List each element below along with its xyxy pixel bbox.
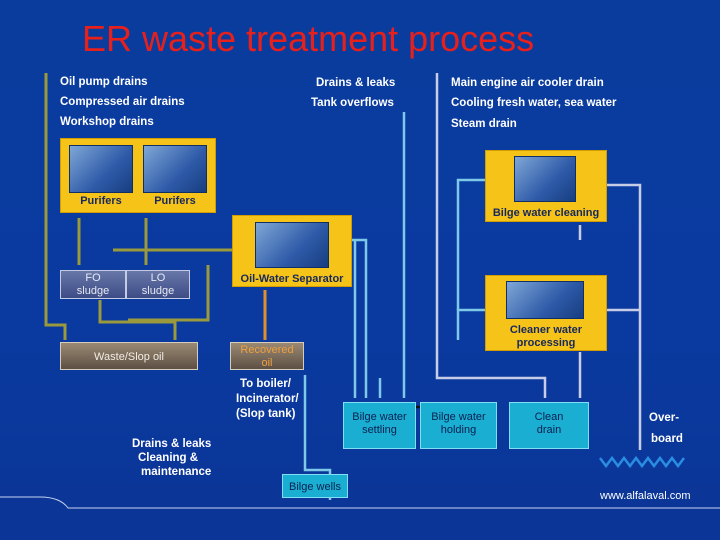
source-steam-drain: Steam drain [451, 118, 517, 130]
tank-bilge-water-settling: Bilge water settling [343, 402, 416, 449]
boiler-note-line1: To boiler/ [240, 378, 291, 390]
bilge-wells-source-line2: Cleaning & [138, 452, 199, 464]
tank-label-line2: settling [362, 424, 397, 436]
bilge-wells-label: Bilge wells [289, 481, 341, 493]
clean-flow-overboard [606, 183, 642, 450]
source-compressed-air-drains: Compressed air drains [60, 96, 185, 108]
bilge-water-cleaning-panel: Bilge water cleaning [485, 150, 607, 222]
cleaner-water-processing-line1: Cleaner water [509, 324, 583, 336]
purifiers-panel: Purifers Purifers [60, 138, 216, 213]
separator-image [255, 222, 329, 268]
tank-label-line2: holding [440, 424, 477, 436]
bilge-water-cleaning-label: Bilge water cleaning [492, 207, 600, 219]
recovered-oil-label: Recovered oil [240, 344, 294, 369]
purifier-label: Purifers [154, 195, 196, 207]
bilge-cleaning-image [514, 156, 576, 202]
source-tank-overflows: Tank overflows [311, 97, 394, 109]
fo-sludge-label: FO sludge [76, 272, 110, 297]
waste-slop-oil-label: Waste/Slop oil [94, 351, 164, 363]
overboard-line2: board [651, 433, 683, 445]
water-flow-cleaning [456, 178, 487, 310]
purifier-label: Purifers [80, 195, 122, 207]
cleaner-water-processing-panel: Cleaner water processing [485, 275, 607, 351]
page-title: ER waste treatment process [82, 18, 535, 59]
recovered-oil-box: Recovered oil [230, 342, 304, 370]
oil-water-separator-panel: Oil-Water Separator [232, 215, 352, 287]
footer-swoosh [0, 496, 720, 509]
website-label: www.alfalaval.com [600, 490, 691, 502]
lo-sludge-box: LO sludge [126, 270, 190, 299]
cleaner-water-processing-line2: processing [516, 337, 576, 349]
oil-water-separator-label: Oil-Water Separator [240, 273, 344, 285]
tank-bilge-water-holding: Bilge water holding [420, 402, 497, 449]
fo-sludge-box: FO sludge [60, 270, 126, 299]
boiler-note-line3: (Slop tank) [236, 408, 296, 420]
source-drains-leaks: Drains & leaks [316, 77, 396, 89]
water-flow-holding [456, 308, 487, 340]
tank-label-line2: drain [536, 424, 562, 436]
tank-label-line1: Clean [534, 411, 564, 423]
clean-flow-top [435, 73, 547, 398]
tank-label-line1: Bilge water [352, 411, 407, 423]
source-oil-pump-drains: Oil pump drains [60, 76, 148, 88]
lo-sludge-label: LO sludge [141, 272, 175, 297]
purifier-image [143, 145, 207, 193]
source-main-engine-air-cooler-drain: Main engine air cooler drain [451, 77, 604, 89]
source-workshop-drains: Workshop drains [60, 116, 154, 128]
waste-slop-oil-box: Waste/Slop oil [60, 342, 198, 370]
boiler-note-line2: Incinerator/ [236, 393, 299, 405]
processing-image [506, 281, 584, 319]
bilge-wells-source-line3: maintenance [141, 466, 212, 478]
tank-label-line1: Bilge water [431, 411, 486, 423]
oil-flow-sludge [98, 300, 177, 340]
oil-flow-drains-ows [128, 265, 210, 322]
purifier-image [69, 145, 133, 193]
tank-clean-drain: Clean drain [509, 402, 589, 449]
oil-flow-left [44, 73, 67, 340]
overboard-wave [599, 455, 685, 469]
bilge-wells-box: Bilge wells [282, 474, 348, 498]
overboard-line1: Over- [649, 412, 680, 424]
bilge-wells-source-line1: Drains & leaks [132, 438, 212, 450]
source-cooling-water: Cooling fresh water, sea water [451, 97, 617, 109]
